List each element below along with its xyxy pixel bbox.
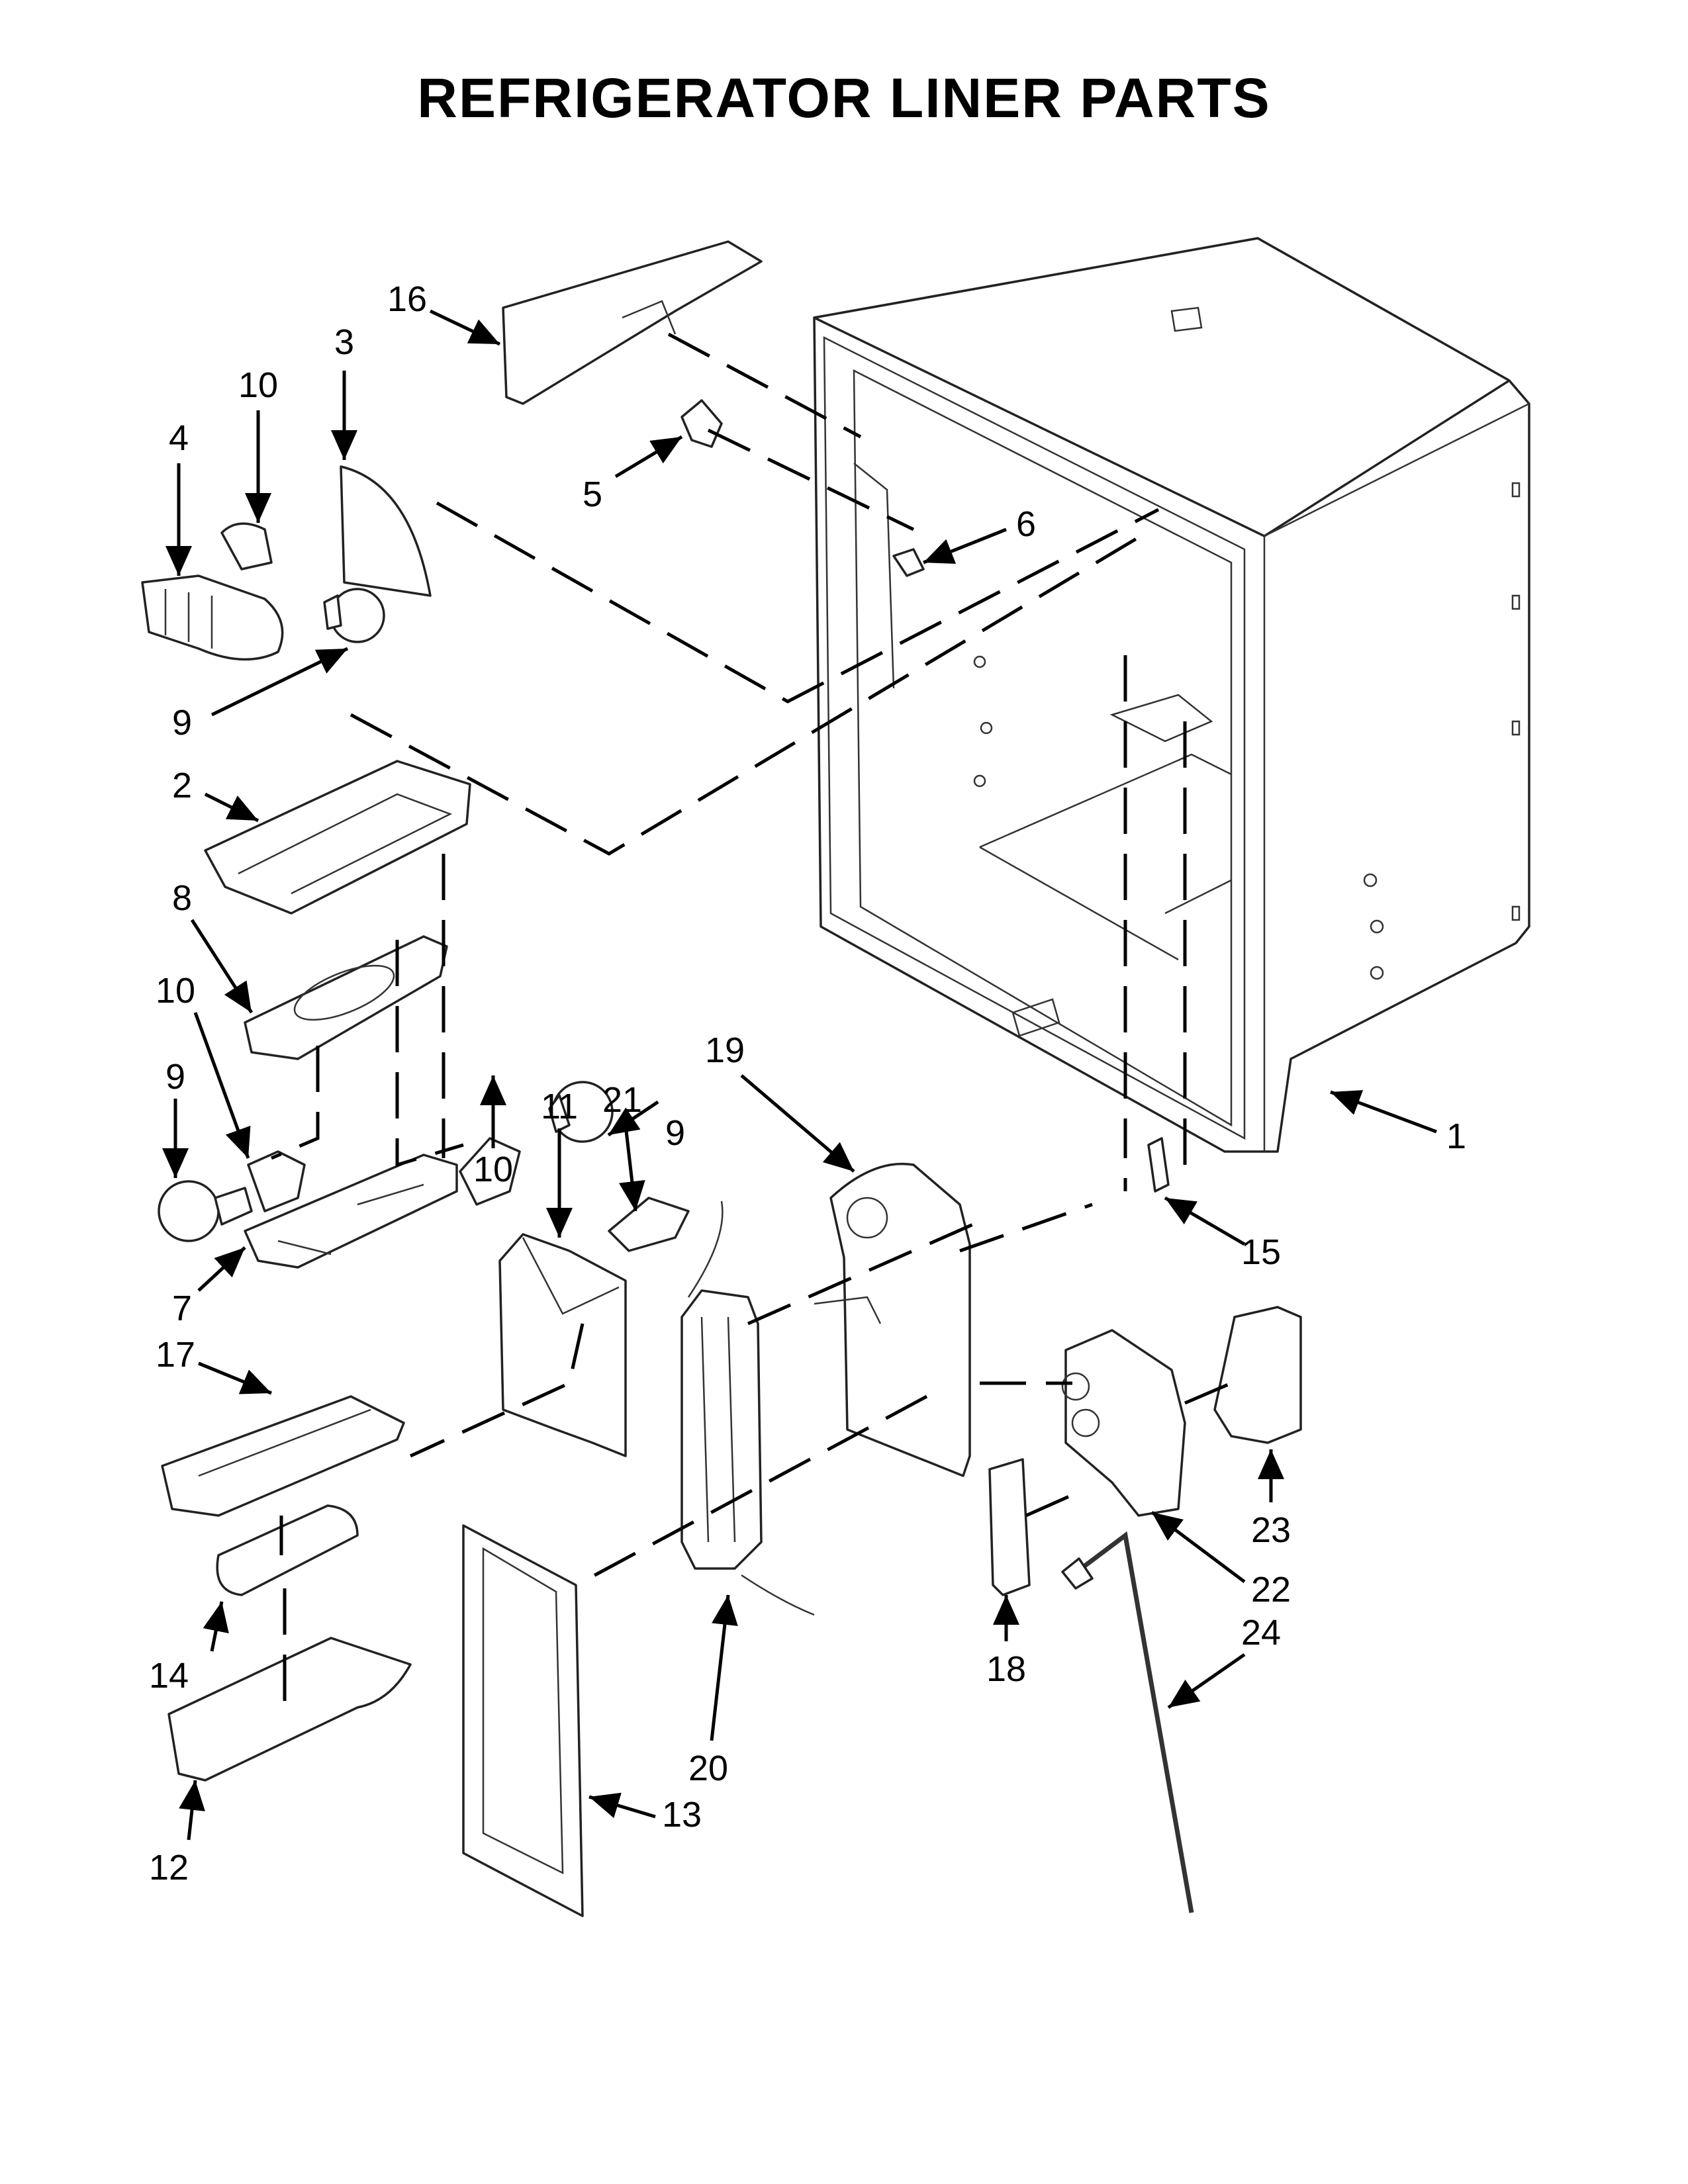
part-16-cover (988, 1458, 1031, 1596)
part-17-bracket (814, 1162, 971, 1477)
callout-5: 5 (583, 475, 602, 514)
part-10-socket-right (459, 1137, 521, 1206)
part-9-bulb-right (548, 1081, 614, 1143)
callout-10-right: 10 (473, 1150, 513, 1189)
callout-17: 19 (705, 1030, 745, 1070)
assembly-lines (271, 332, 1232, 1701)
part-1-liner (813, 237, 1530, 1153)
callout-9-left: 9 (165, 1057, 185, 1097)
leader-arrows (162, 309, 1437, 1841)
callout-9-top: 9 (172, 703, 192, 743)
callout-15: 17 (156, 1335, 195, 1375)
part-19-sensor (608, 1197, 690, 1252)
callout-22: 23 (1251, 1510, 1291, 1550)
callout-10-left: 10 (156, 971, 195, 1011)
part-6-clip (892, 548, 925, 577)
callout-13: 13 (662, 1795, 702, 1835)
part-3-insulation (340, 465, 432, 597)
callout-19: 21 (602, 1080, 642, 1120)
part-8-cover (244, 935, 448, 1060)
part-21-deflector (502, 240, 763, 405)
part-15-filter-housing (161, 1395, 405, 1517)
callout-24: 24 (1241, 1613, 1281, 1653)
part-9-bulb-left (158, 1180, 253, 1242)
part-18-heater-harness (680, 1201, 815, 1616)
callout-4: 4 (169, 418, 189, 458)
part-4-lens (141, 574, 284, 661)
callout-6: 6 (1016, 504, 1036, 544)
callout-2: 2 (172, 766, 192, 805)
callout-21: 16 (387, 279, 427, 319)
callout-20: 22 (1251, 1570, 1291, 1610)
part-10-socket-left (247, 1150, 306, 1212)
callout-10-top: 10 (238, 365, 278, 405)
part-23-switch (1147, 1137, 1170, 1193)
part-12-filter-door (167, 1637, 412, 1782)
page-title: REFRIGERATOR LINER PARTS (417, 67, 1271, 129)
part-14-filter (216, 1504, 359, 1596)
callout-7: 7 (172, 1289, 192, 1328)
part-22-cover (1213, 1306, 1302, 1444)
part-5-damper (680, 399, 723, 448)
part-24-tube (1061, 1531, 1194, 1913)
part-9-bulb-top (323, 588, 385, 643)
callout-1: 1 (1446, 1116, 1466, 1156)
part-7-vent (244, 1154, 458, 1269)
part-10-socket-top (220, 522, 273, 570)
callout-labels: 16 3 10 4 5 6 9 2 8 10 9 9 10 7 11 21 19… (149, 279, 1466, 1888)
callout-3: 3 (334, 322, 354, 362)
callout-18: 20 (688, 1749, 728, 1788)
callout-14: 14 (149, 1656, 189, 1696)
callout-23: 15 (1241, 1232, 1281, 1272)
callout-16: 18 (986, 1649, 1026, 1689)
callout-11: 11 (541, 1087, 578, 1126)
part-13-panel (462, 1524, 584, 1917)
part-2-housing (204, 760, 471, 915)
part-20-water-valve (1061, 1329, 1186, 1517)
callout-8: 8 (172, 878, 192, 918)
callout-12: 12 (149, 1848, 189, 1888)
callout-9-right: 9 (665, 1113, 685, 1153)
part-11-chute (498, 1233, 627, 1457)
